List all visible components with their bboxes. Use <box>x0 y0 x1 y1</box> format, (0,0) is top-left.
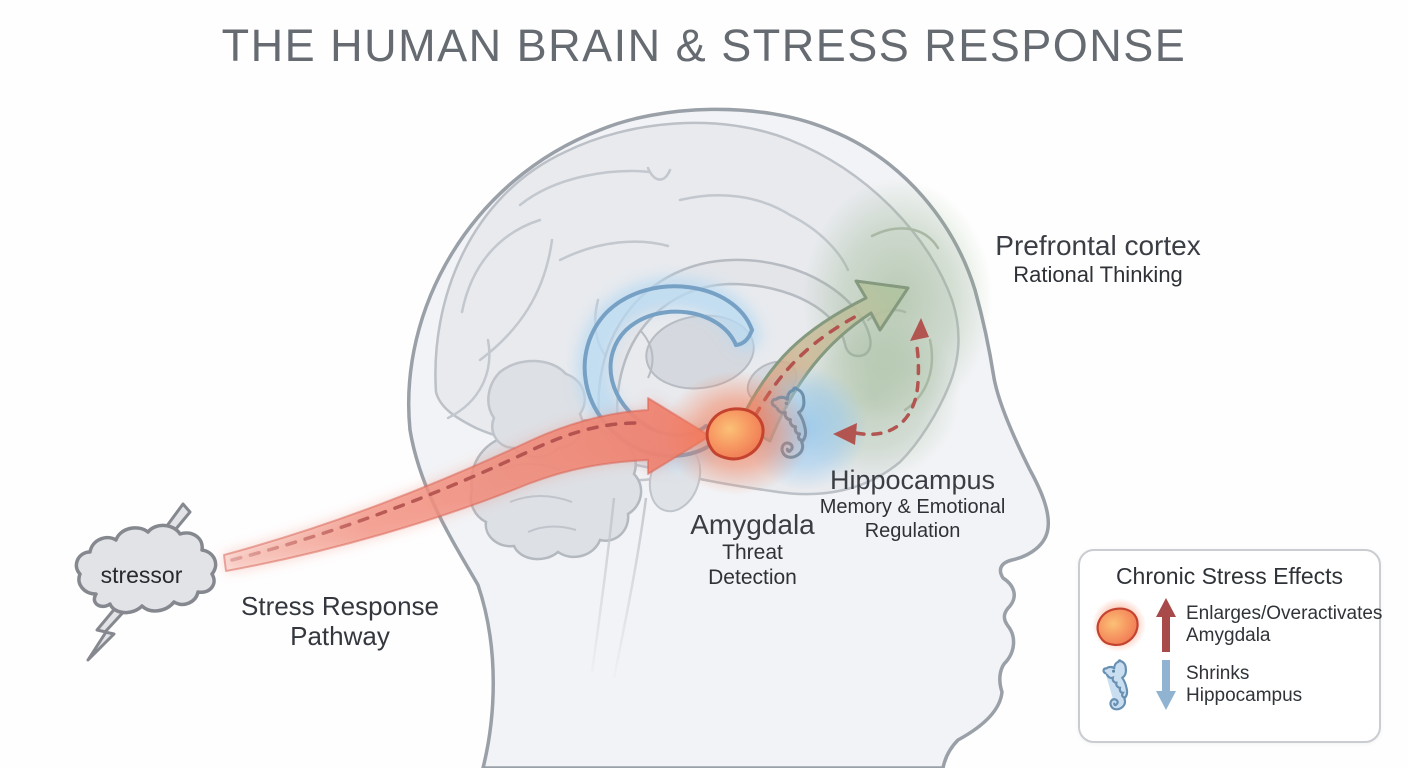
amygdala-shape <box>705 407 765 461</box>
prefrontal-cortex-label: Prefrontal cortex Rational Thinking <box>958 230 1238 288</box>
region-name: Amygdala <box>690 509 815 540</box>
region-function-line1: Memory & Emotional <box>819 496 1006 519</box>
region-function-line2: Detection <box>708 565 797 589</box>
region-name: Hippocampus <box>829 465 996 495</box>
legend-item-hippocampus: Shrinks Hippocampus <box>1092 658 1367 712</box>
stress-response-arrow <box>223 397 711 572</box>
region-function: Rational Thinking <box>1013 262 1183 288</box>
effect-line2: Hippocampus <box>1186 685 1303 706</box>
spinal-cord-lines <box>590 497 648 679</box>
region-function-line2: Regulation <box>864 519 961 542</box>
stressor-label: stressor <box>100 562 183 588</box>
seahorse-icon <box>1092 658 1146 712</box>
down-arrow-icon <box>1155 658 1177 712</box>
chronic-stress-effects-legend: Chronic Stress Effects <box>1078 549 1382 743</box>
hippocampus-label: Hippocampus Memory & Emotional Regulatio… <box>790 465 1035 543</box>
up-arrow-icon <box>1155 596 1177 654</box>
region-function-line1: Threat <box>722 541 783 565</box>
effect-line2: Amygdala <box>1186 625 1271 646</box>
cloud-shape <box>74 523 218 615</box>
legend-item-text: Enlarges/Overactivates Amygdala <box>1186 603 1382 647</box>
pathway-line1: Stress Response <box>241 591 439 621</box>
legend-title: Chronic Stress Effects <box>1115 563 1344 589</box>
pathway-dashed-line <box>230 421 640 562</box>
storm-cloud-icon <box>74 502 218 662</box>
stress-pathway-label: Stress Response Pathway <box>210 591 470 652</box>
legend-item-amygdala: Enlarges/Overactivates Amygdala <box>1092 596 1382 654</box>
pathway-line2: Pathway <box>290 620 390 651</box>
fornix-line <box>639 329 654 379</box>
effect-line1: Enlarges/Overactivates <box>1186 602 1383 624</box>
amygdala-label: Amygdala Threat Detection <box>660 509 845 591</box>
effect-line1: Shrinks <box>1186 662 1250 684</box>
legend-item-text: Shrinks Hippocampus <box>1186 663 1302 707</box>
amygdala-icon <box>1092 596 1146 654</box>
region-name: Prefrontal cortex <box>995 230 1201 261</box>
page-title: THE HUMAN BRAIN & STRESS RESPONSE <box>221 20 1187 71</box>
prefrontal-hippocampus-feedback-arrow <box>833 318 929 445</box>
